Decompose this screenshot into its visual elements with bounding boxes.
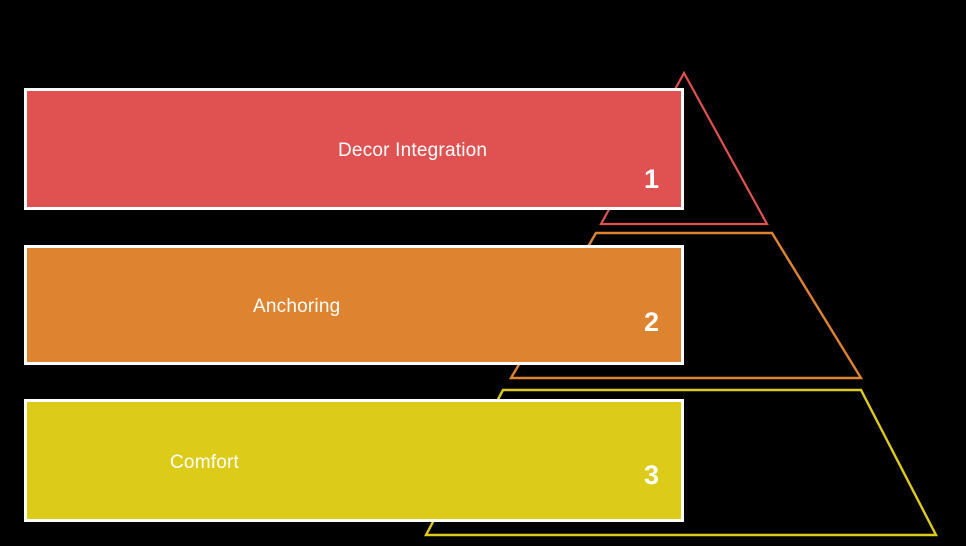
pyramid-level-rank-1: 1 [644,164,660,194]
pyramid-level-label-2: Anchoring [253,296,341,317]
pyramid-level-bar-1[interactable] [24,88,684,210]
pyramid-level-label-3: Comfort [170,452,239,473]
pyramid-level-rank-3: 3 [644,460,660,490]
pyramid-level-bar-3[interactable] [24,399,684,522]
pyramid-level-bar-2[interactable] [24,245,684,365]
pyramid-level-label-1: Decor Integration [338,140,488,161]
pyramid-level-rank-2: 2 [644,307,660,337]
